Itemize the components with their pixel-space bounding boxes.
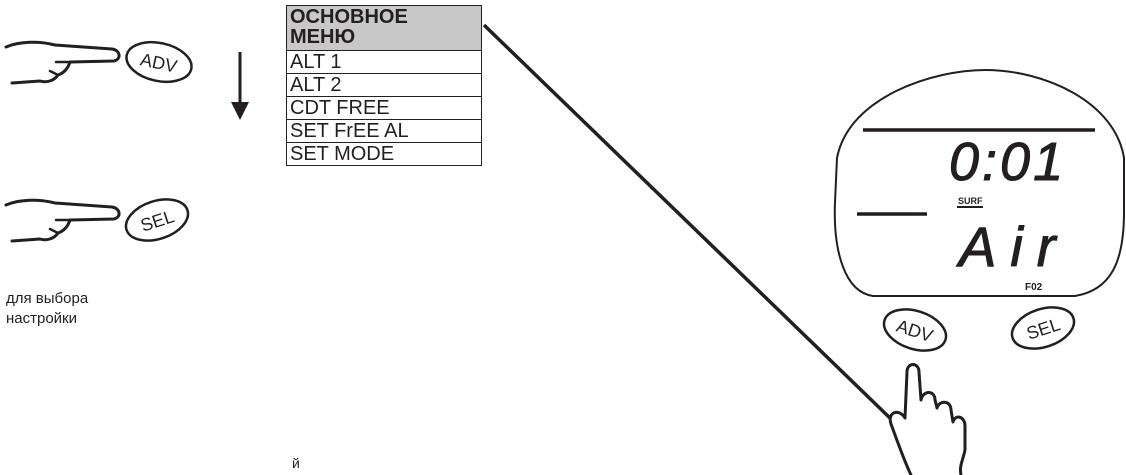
menu-item-set-mode[interactable]: SET MODE (290, 143, 395, 165)
main-menu: ОСНОВНОЕ МЕНЮ ALT 1 ALT 2 CDT FREE SET F… (286, 5, 482, 166)
device-sel-button[interactable]: SEL (1007, 300, 1080, 356)
select-setting-caption: для выбора настройки (6, 289, 88, 329)
menu-item-alt-1[interactable]: ALT 1 (287, 51, 481, 74)
gas-mode-value: Air (956, 215, 1069, 278)
dive-computer-display: 0:01 SURF Air F02 ADV SEL (833, 68, 1125, 475)
mode-code-label: F02 (1025, 282, 1043, 293)
hand-press-sel-icon (4, 198, 121, 243)
menu-item-set-free-al[interactable]: SET FrEE AL (287, 120, 481, 143)
menu-item-alt-2[interactable]: ALT 2 (287, 74, 481, 97)
sel-button[interactable]: SEL (120, 197, 194, 243)
arrow-down-icon (231, 52, 249, 120)
caption-line-1: для выбора (6, 290, 89, 307)
main-menu-title: ОСНОВНОЕ МЕНЮ (287, 6, 481, 51)
surf-label: SURF (958, 196, 983, 206)
hand-pointing-icon (888, 363, 967, 475)
dive-time-value: 0:01 (949, 132, 1066, 192)
menu-item-cdt-free[interactable]: CDT FREE (287, 97, 481, 120)
device-adv-button[interactable]: ADV (879, 302, 952, 358)
stray-character: й (292, 455, 300, 471)
caption-line-2: настройки (6, 310, 78, 327)
main-menu-title-line-1: ОСНОВНОЕ (290, 6, 408, 28)
main-menu-title-line-2: МЕНЮ (290, 26, 356, 48)
hand-press-adv-icon (4, 40, 121, 85)
adv-button[interactable]: ADV (122, 40, 196, 84)
